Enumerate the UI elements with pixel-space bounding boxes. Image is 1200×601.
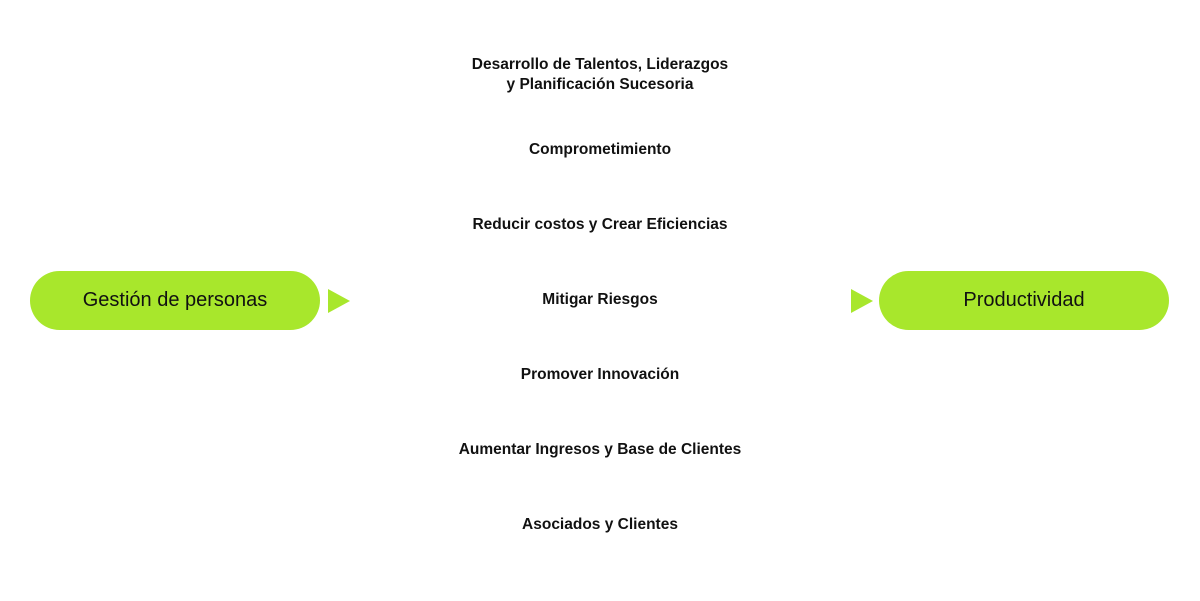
- source-node-label: Gestión de personas: [82, 289, 268, 311]
- benefit-item: Aumentar Ingresos y Base de Clientes: [400, 440, 800, 460]
- benefit-item: Asociados y Clientes: [400, 515, 800, 535]
- source-node-gestion-de-personas: Gestión de personas: [30, 271, 320, 330]
- benefit-item: Desarrollo de Talentos, Liderazgos y Pla…: [400, 55, 800, 95]
- benefit-item-line: Mitigar Riesgos: [542, 291, 658, 308]
- benefit-item-line: Reducir costos y Crear Eficiencias: [472, 216, 728, 233]
- benefit-item: Reducir costos y Crear Eficiencias: [400, 215, 800, 235]
- benefit-item-line: Aumentar Ingresos y Base de Clientes: [458, 441, 742, 458]
- benefit-item: Comprometimiento: [400, 140, 800, 160]
- benefit-item-line: Comprometimiento: [528, 141, 672, 158]
- benefit-item: Mitigar Riesgos: [400, 290, 800, 310]
- benefit-item-line: Desarrollo de Talentos, Liderazgos: [471, 56, 729, 73]
- benefit-item-line: Asociados y Clientes: [522, 516, 678, 533]
- arrow-right-icon: [851, 289, 873, 313]
- benefit-item-line: y Planificación Sucesoria: [506, 76, 694, 93]
- benefit-item-line: Promover Innovación: [520, 366, 680, 383]
- benefit-item: Promover Innovación: [400, 365, 800, 385]
- target-node-label: Productividad: [963, 289, 1085, 311]
- target-node-productividad: Productividad: [879, 271, 1169, 330]
- arrow-right-icon: [328, 289, 350, 313]
